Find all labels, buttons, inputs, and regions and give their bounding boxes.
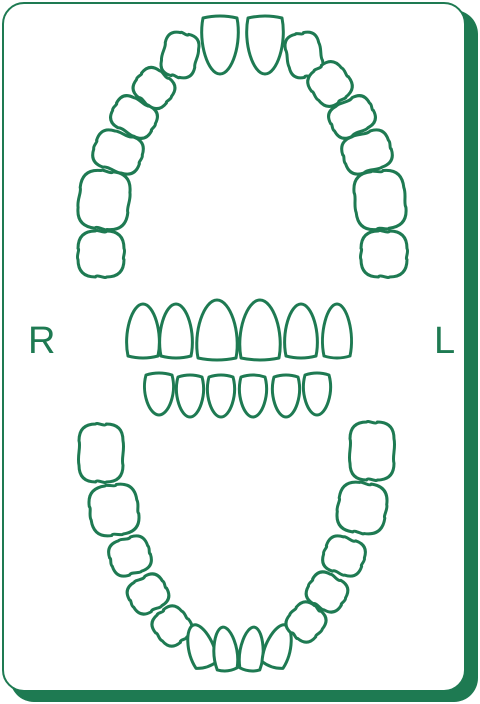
lower-incisor [272,375,299,417]
upper-incisor [285,304,318,358]
lower-tooth [211,626,239,672]
right-side-label: R [28,322,55,360]
upper-tooth [75,168,132,232]
left-side-label: L [434,322,455,360]
upper-tooth [158,29,202,80]
upper-incisor [323,304,352,358]
front-lower-incisors [145,373,331,417]
upper-incisor [197,300,237,360]
lower-tooth [334,479,390,536]
lower-tooth [86,481,142,538]
lower-tooth [105,532,156,580]
lower-tooth [238,626,266,672]
upper-tooth [351,168,408,232]
upper-incisor [127,304,160,358]
upper-incisor [160,304,193,358]
lower-incisor [303,373,330,415]
upper-tooth [77,231,124,278]
lower-tooth [78,424,123,483]
upper-tooth [202,16,239,74]
upper-tooth [360,231,407,278]
lower-incisor [239,375,266,417]
front-upper-incisors [127,300,352,360]
upper-arch [75,16,408,277]
lower-incisor [145,373,174,415]
lower-arch [78,422,394,673]
lower-incisor [176,375,203,417]
lower-tooth [349,422,394,481]
upper-tooth [247,16,284,74]
lower-incisor [207,375,234,417]
upper-incisor [240,300,280,360]
